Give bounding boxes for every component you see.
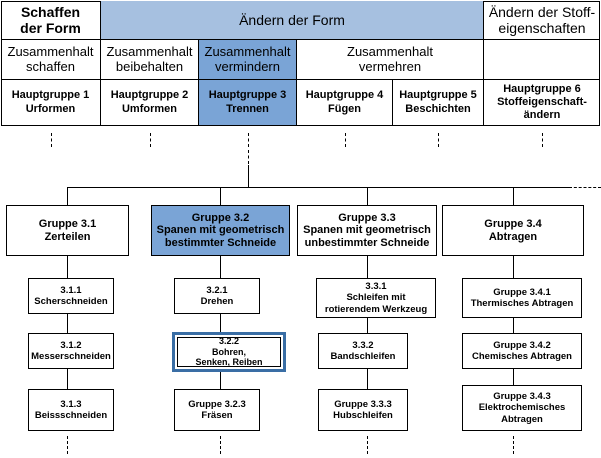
header-schaffen-der-form: Schaffen der Form <box>1 1 101 40</box>
dashed-connector <box>248 133 249 147</box>
spine-g33 <box>367 256 368 278</box>
connector-g31 <box>67 187 68 205</box>
dashed-connector <box>542 133 543 147</box>
subgroup-3-3-2: 3.3.2 Bandschleifen <box>318 333 408 369</box>
spine <box>67 369 68 389</box>
subgroup-3-1-2: 3.1.2 Messerschneiden <box>28 333 114 369</box>
connector-g33 <box>367 187 368 205</box>
subgroup-3-1-1: 3.1.1 Scherschneiden <box>28 278 114 314</box>
dashed-connector <box>67 436 68 454</box>
dashed-connector <box>248 150 249 164</box>
group-3-3: Gruppe 3.3 Spanen mit geometrisch unbest… <box>297 205 437 256</box>
spine-g34 <box>513 256 514 278</box>
dashed-connector <box>150 133 151 147</box>
spine <box>513 318 514 333</box>
subgroup-3-3-3: Gruppe 3.3.3 Hubschleifen <box>318 389 408 431</box>
dashed-connector <box>438 133 439 147</box>
empty-cell <box>484 40 600 80</box>
connector-g34 <box>513 187 514 205</box>
group-3-4: Gruppe 3.4 Abtragen <box>442 205 584 256</box>
zusammenhalt-vermehren: Zusammenhalt vermehren <box>297 40 484 80</box>
dashed-connector <box>51 133 52 147</box>
subgroup-3-2-1: 3.2.1 Drehen <box>174 278 260 314</box>
zusammenhalt-beibehalten: Zusammenhalt beibehalten <box>101 40 199 80</box>
zusammenhalt-schaffen: Zusammenhalt schaffen <box>1 40 101 80</box>
dashed-connector <box>367 436 368 454</box>
group-bus-line <box>67 187 569 188</box>
dashed-connector <box>513 436 514 454</box>
subgroup-3-1-3: 3.1.3 Beissschneiden <box>28 389 114 431</box>
connector-g32 <box>220 187 221 205</box>
subgroup-3-4-1: Gruppe 3.4.1 Thermisches Abtragen <box>462 278 582 318</box>
connector-hg3 <box>248 165 249 187</box>
zusammenhalt-vermindern: Zusammenhalt vermindern <box>199 40 297 80</box>
subgroup-3-2-2: 3.2.2 Bohren, Senken, Reiben <box>172 332 286 372</box>
hauptgruppe-5: Hauptgruppe 5 Beschichten <box>393 80 484 125</box>
spine <box>67 314 68 333</box>
dashed-connector <box>345 133 346 147</box>
subgroup-3-2-3: Gruppe 3.2.3 Fräsen <box>174 389 260 431</box>
subgroup-3-4-2: Gruppe 3.4.2 Chemisches Abtragen <box>462 333 582 369</box>
hauptgruppe-1: Hauptgruppe 1 Urformen <box>1 80 101 125</box>
subgroup-3-4-3: Gruppe 3.4.3 Elektrochemisches Abtragen <box>462 385 582 431</box>
spine <box>220 314 221 332</box>
header-aendern-der-form: Ändern der Form <box>101 1 484 40</box>
spine <box>513 369 514 385</box>
subgroup-3-3-1: 3.3.1 Schleifen mit rotierendem Werkzeug <box>316 278 436 318</box>
group-bus-line-dashed <box>569 187 601 188</box>
spine <box>220 372 221 389</box>
spine <box>367 369 368 389</box>
hauptgruppe-6: Hauptgruppe 6 Stoffeigenschaft- ändern <box>497 82 587 122</box>
header-aendern-der-stoffeigenschaften: Ändern der Stoff- eigenschaften <box>484 1 600 40</box>
spine <box>367 318 368 333</box>
hauptgruppe-4: Hauptgruppe 4 Fügen <box>297 80 393 125</box>
group-3-2: Gruppe 3.2 Spanen mit geometrisch bestim… <box>151 205 290 256</box>
dashed-connector <box>220 436 221 454</box>
spine-g32 <box>220 256 221 278</box>
spine-g31 <box>67 256 68 278</box>
hauptgruppe-2: Hauptgruppe 2 Umformen <box>101 80 199 125</box>
hauptgruppe-3: Hauptgruppe 3 Trennen <box>199 80 297 125</box>
group-3-1: Gruppe 3.1 Zerteilen <box>6 205 129 256</box>
